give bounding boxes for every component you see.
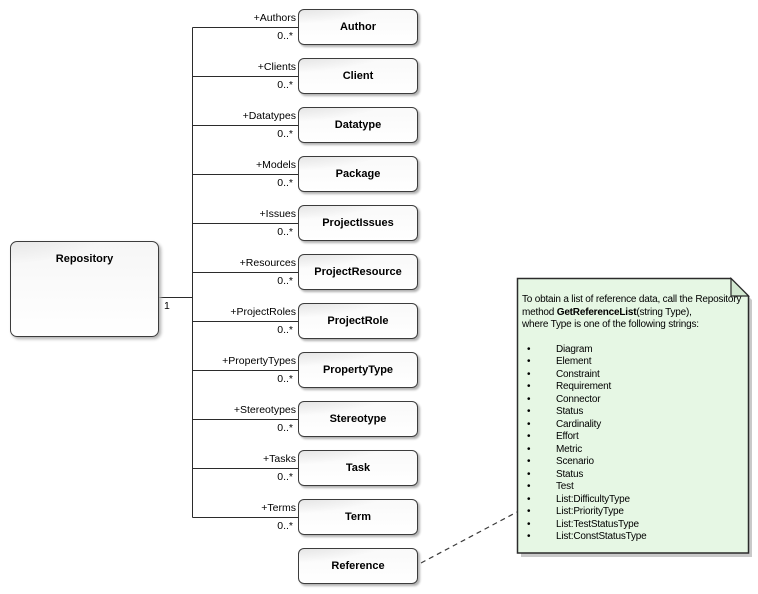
class-name-label: Client bbox=[342, 70, 374, 82]
note-list-item: Metric bbox=[522, 444, 744, 457]
note-list-item: Scenario bbox=[522, 456, 744, 469]
class-node-projectissues[interactable]: ProjectIssues bbox=[298, 205, 418, 241]
note-list-item: Requirement bbox=[522, 381, 744, 394]
class-name-label: Reference bbox=[331, 560, 385, 572]
association-multiplicity-label: 0..* bbox=[277, 177, 293, 189]
class-name-label: ProjectRole bbox=[327, 315, 389, 327]
class-node-repository[interactable]: Repository bbox=[10, 241, 159, 337]
association-multiplicity-label: 0..* bbox=[277, 30, 293, 42]
class-name-label: Stereotype bbox=[329, 413, 387, 425]
association-multiplicity-label: 0..* bbox=[277, 275, 293, 287]
association-role-label: +Tasks bbox=[263, 453, 296, 465]
class-node-client[interactable]: Client bbox=[298, 58, 418, 94]
note-list-item: Constraint bbox=[522, 369, 744, 382]
note-list-item: Element bbox=[522, 356, 744, 369]
class-node-datatype[interactable]: Datatype bbox=[298, 107, 418, 143]
class-node-propertytype[interactable]: PropertyType bbox=[298, 352, 418, 388]
association-multiplicity-label: 0..* bbox=[277, 520, 293, 532]
association-multiplicity-label: 0..* bbox=[277, 422, 293, 434]
class-name-label: ProjectIssues bbox=[322, 217, 394, 229]
note-method-name: GetReferenceList bbox=[556, 306, 637, 318]
note-list-item: List:DifficultyType bbox=[522, 494, 744, 507]
note-list-item: Status bbox=[522, 406, 744, 419]
association-role-label: +Authors bbox=[253, 12, 296, 24]
class-name-label: Package bbox=[335, 168, 381, 180]
association-multiplicity-label: 0..* bbox=[277, 471, 293, 483]
association-multiplicity-label: 0..* bbox=[277, 79, 293, 91]
class-name-label: Datatype bbox=[334, 119, 382, 131]
note-list-item: Effort bbox=[522, 431, 744, 444]
note-list-item: List:PriorityType bbox=[522, 506, 744, 519]
association-role-label: +Issues bbox=[259, 208, 296, 220]
class-name-label: Author bbox=[339, 21, 377, 33]
note-list-item: Status bbox=[522, 469, 744, 482]
association-role-label: +ProjectRoles bbox=[230, 306, 296, 318]
class-name-label: Repository bbox=[55, 253, 114, 265]
class-name-label: Term bbox=[344, 511, 372, 523]
note-line3: where Type is one of the following strin… bbox=[522, 319, 699, 330]
note-list-item: List:TestStatusType bbox=[522, 519, 744, 532]
class-node-term[interactable]: Term bbox=[298, 499, 418, 535]
note-list: Diagram Element Constraint Requirement C… bbox=[522, 344, 744, 544]
class-node-projectresource[interactable]: ProjectResource bbox=[298, 254, 418, 290]
note-text: To obtain a list of reference data, call… bbox=[517, 278, 748, 553]
note-list-item: Cardinality bbox=[522, 419, 744, 432]
note-list-item: Test bbox=[522, 481, 744, 494]
class-node-stereotype[interactable]: Stereotype bbox=[298, 401, 418, 437]
note-link-dashed-line bbox=[420, 511, 518, 564]
association-multiplicity-label: 0..* bbox=[277, 373, 293, 385]
note-method-prefix: method bbox=[522, 306, 557, 318]
note-line1: To obtain a list of reference data, call… bbox=[522, 294, 742, 305]
note-line2: method GetReferenceList(string Type), bbox=[522, 307, 744, 320]
note-method-suffix: (string Type), bbox=[636, 306, 692, 318]
class-node-projectrole[interactable]: ProjectRole bbox=[298, 303, 418, 339]
association-multiplicity-label: 0..* bbox=[277, 226, 293, 238]
class-node-package[interactable]: Package bbox=[298, 156, 418, 192]
repository-multiplicity-label: 1 bbox=[164, 300, 170, 312]
note-fold-corner bbox=[730, 277, 750, 297]
class-name-label: Task bbox=[345, 462, 371, 474]
note-list-item: List:ConstStatusType bbox=[522, 531, 744, 544]
class-name-label: ProjectResource bbox=[314, 266, 402, 278]
class-name-label: PropertyType bbox=[322, 364, 394, 376]
association-role-label: +Resources bbox=[239, 257, 296, 269]
note-list-item: Diagram bbox=[522, 344, 744, 357]
association-multiplicity-label: 0..* bbox=[277, 324, 293, 336]
association-role-label: +Stereotypes bbox=[233, 404, 296, 416]
association-role-label: +Datatypes bbox=[242, 110, 296, 122]
note-list-item: Connector bbox=[522, 394, 744, 407]
association-multiplicity-label: 0..* bbox=[277, 128, 293, 140]
association-role-label: +Models bbox=[256, 159, 296, 171]
class-node-task[interactable]: Task bbox=[298, 450, 418, 486]
class-node-reference[interactable]: Reference bbox=[298, 548, 418, 584]
class-node-author[interactable]: Author bbox=[298, 9, 418, 45]
association-role-label: +PropertyTypes bbox=[222, 355, 296, 367]
association-role-label: +Clients bbox=[257, 61, 296, 73]
association-role-label: +Terms bbox=[261, 502, 296, 514]
